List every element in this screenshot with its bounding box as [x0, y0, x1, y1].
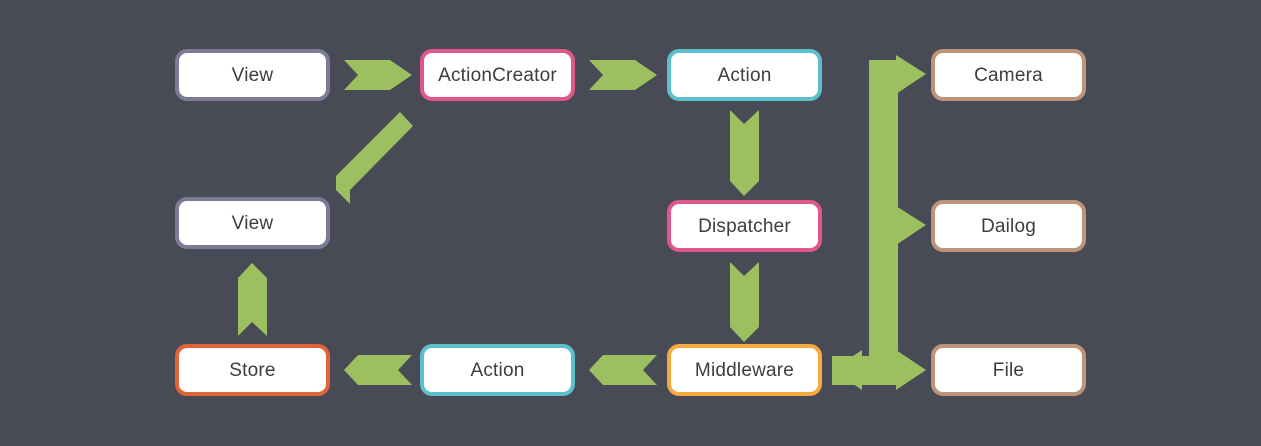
arrow-bus-to-middleware-head [832, 350, 862, 390]
arrow-bus-to-dailog-head [896, 206, 926, 245]
arrow-dispatcher-to-middleware [730, 262, 759, 342]
node-label: Dailog [980, 215, 1037, 237]
node-store[interactable]: Store [175, 344, 330, 396]
arrow-action-to-dispatcher [730, 110, 759, 196]
node-middleware[interactable]: Middleware [667, 344, 822, 396]
node-label: Store [229, 359, 276, 381]
node-action-top[interactable]: Action [667, 49, 822, 101]
node-action-creator[interactable]: ActionCreator [420, 49, 575, 101]
arrow-store-to-view [238, 263, 267, 336]
node-label: ActionCreator [438, 64, 557, 86]
arrow-bus-to-dailog-stem [869, 211, 904, 240]
arrow-action-to-dispatcher-notch [730, 110, 759, 124]
arrow-bus-to-file-head [896, 350, 926, 390]
arrow-view-to-actioncreator-diagonal [336, 112, 413, 204]
node-label: Action [470, 359, 525, 381]
node-label: Middleware [694, 359, 795, 381]
node-label: Dispatcher [698, 215, 791, 237]
node-label: View [231, 64, 274, 86]
arrow-action-to-store [344, 355, 412, 385]
arrow-middleware-to-action [589, 355, 657, 385]
node-label: View [231, 212, 274, 234]
arrow-actioncreator-to-action [589, 60, 657, 90]
bus-trunk-bottom-stub [832, 356, 898, 385]
arrow-view-to-actioncreator [344, 60, 412, 90]
arrow-dispatcher-to-middleware-notch [730, 262, 759, 276]
node-label: Action [717, 64, 772, 86]
arrow-bus-to-camera-stem [869, 60, 904, 89]
node-dailog[interactable]: Dailog [931, 200, 1086, 252]
node-view-mid[interactable]: View [175, 197, 330, 249]
arrow-bus-to-camera-head [896, 55, 926, 94]
node-dispatcher[interactable]: Dispatcher [667, 200, 822, 252]
node-label: Camera [974, 64, 1043, 86]
arrow-bus-to-camera [869, 60, 898, 90]
node-view-top[interactable]: View [175, 49, 330, 101]
node-file[interactable]: File [931, 344, 1086, 396]
node-action-bottom[interactable]: Action [420, 344, 575, 396]
arrow-bus-to-file-stem [869, 356, 904, 385]
bus-trunk-vertical [869, 60, 898, 385]
node-label: File [992, 359, 1025, 381]
node-camera[interactable]: Camera [931, 49, 1086, 101]
